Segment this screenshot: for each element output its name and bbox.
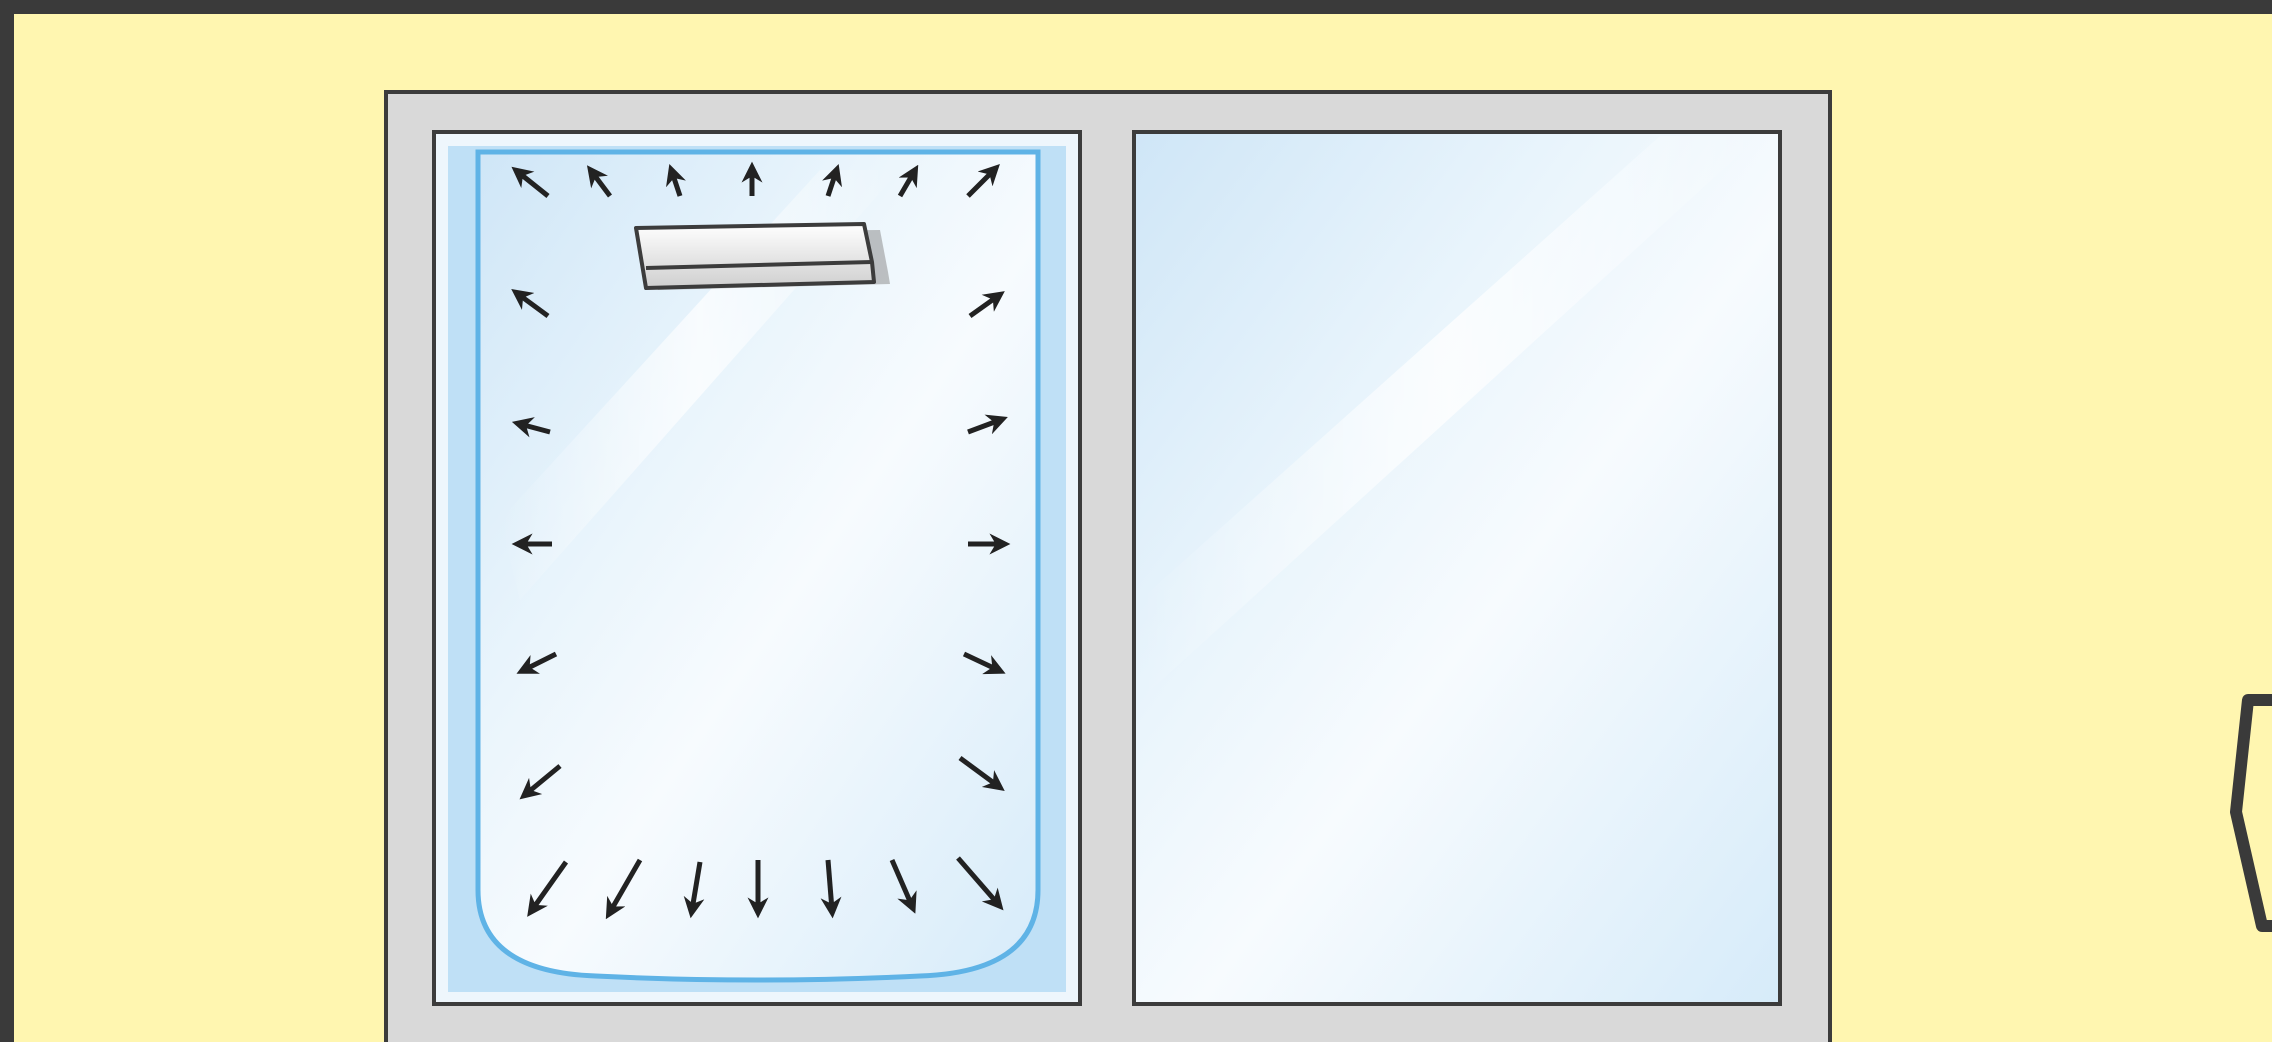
- arrow-icon: [586, 165, 612, 198]
- arrow-icon: [956, 856, 1004, 911]
- arrow-icon: [967, 414, 1008, 435]
- arrow-icon: [966, 164, 1000, 198]
- arrow-icon: [968, 291, 1005, 319]
- arrow-icon: [822, 164, 842, 197]
- arrow-group: [511, 161, 1011, 920]
- arrow-icon: [958, 755, 1005, 791]
- arrow-icon: [897, 164, 919, 198]
- arrow-icon: [519, 764, 562, 800]
- arrow-icon: [889, 859, 917, 914]
- arrow-icon: [605, 858, 643, 920]
- window-pane-right-icon: [1132, 130, 1782, 1006]
- arrow-icon: [511, 289, 550, 319]
- hexagon-badge-icon: [2230, 694, 2272, 932]
- arrow-icon: [962, 651, 1006, 675]
- arrow-icon: [516, 651, 558, 674]
- arrow-icon: [527, 860, 569, 917]
- arrow-icon: [666, 164, 686, 197]
- arrow-icon: [683, 861, 705, 919]
- arrow-icon: [820, 859, 842, 919]
- squeegee-icon: [634, 222, 890, 290]
- arrow-icon: [511, 166, 550, 198]
- arrow-icon: [511, 417, 551, 438]
